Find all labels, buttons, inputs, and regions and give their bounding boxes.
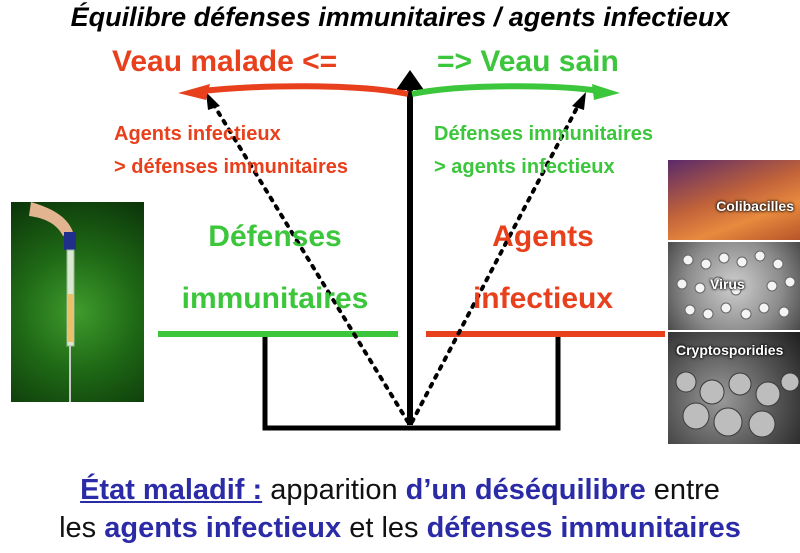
left-condition-line2: > défenses immunitaires [114, 156, 348, 178]
conclusion-text-1: apparition [262, 474, 406, 506]
conclusion-text-4: et les [341, 512, 427, 544]
right-dotted-arrow [410, 100, 582, 424]
left-dotted-arrow [210, 100, 410, 424]
slide-title: Équilibre défenses immunitaires / agents… [70, 2, 730, 32]
syringe-photo [11, 202, 144, 402]
right-pan-line2: infectieux [472, 282, 614, 315]
green-curved-arrow [411, 83, 607, 97]
healthy-calf-label: => Veau sain [437, 45, 619, 78]
colibacilles-micrograph: Colibacilles [668, 160, 800, 240]
left-pan-line1: Défenses [208, 220, 342, 253]
conclusion-line-1: État maladif : apparition d’un déséquili… [0, 474, 800, 507]
syringe-icon [29, 202, 76, 402]
conclusion-title: État maladif : [80, 474, 263, 506]
left-condition: Agents infectieux > défenses immunitaire… [114, 118, 348, 184]
right-condition-line2: > agents infectieux [434, 156, 615, 178]
conclusion-line-2: les agents infectieux et les défenses im… [0, 512, 800, 545]
red-arrowhead [178, 84, 210, 100]
right-dotted-arrowhead [572, 92, 586, 110]
conclusion-text-2: entre [645, 474, 720, 506]
conclusion-emphasis-1: d’un déséquilibre [405, 474, 646, 506]
sick-calf-label: Veau malade <= [112, 45, 338, 78]
conclusion-text-3: les [59, 512, 105, 544]
right-pan-line1: Agents [492, 220, 594, 253]
left-pan-line2: immunitaires [181, 282, 369, 315]
left-condition-line1: Agents infectieux [114, 123, 281, 145]
cryptosporidies-label: Cryptosporidies [676, 342, 784, 358]
conclusion-emphasis-2: agents infectieux [104, 512, 342, 544]
cryptosporidies-micrograph: Cryptosporidies [668, 332, 800, 444]
virus-particles [676, 250, 796, 320]
balance-base [262, 336, 561, 431]
right-condition: Défenses immunitaires > agents infectieu… [434, 118, 653, 184]
conclusion-emphasis-3: défenses immunitaires [426, 512, 741, 544]
virus-label: Virus [710, 276, 745, 292]
cryptosporidies-particles [675, 371, 800, 438]
mast-arrowhead [396, 70, 424, 90]
virus-micrograph: Virus [668, 242, 800, 330]
green-arrowhead [592, 84, 620, 100]
left-dotted-arrowhead [206, 92, 220, 110]
right-pan-label: Agents infectieux [428, 206, 658, 330]
right-condition-line1: Défenses immunitaires [434, 123, 653, 145]
colibacilles-label: Colibacilles [716, 198, 794, 214]
red-curved-arrow [193, 83, 409, 97]
left-pan-label: Défenses immunitaires [160, 206, 390, 330]
